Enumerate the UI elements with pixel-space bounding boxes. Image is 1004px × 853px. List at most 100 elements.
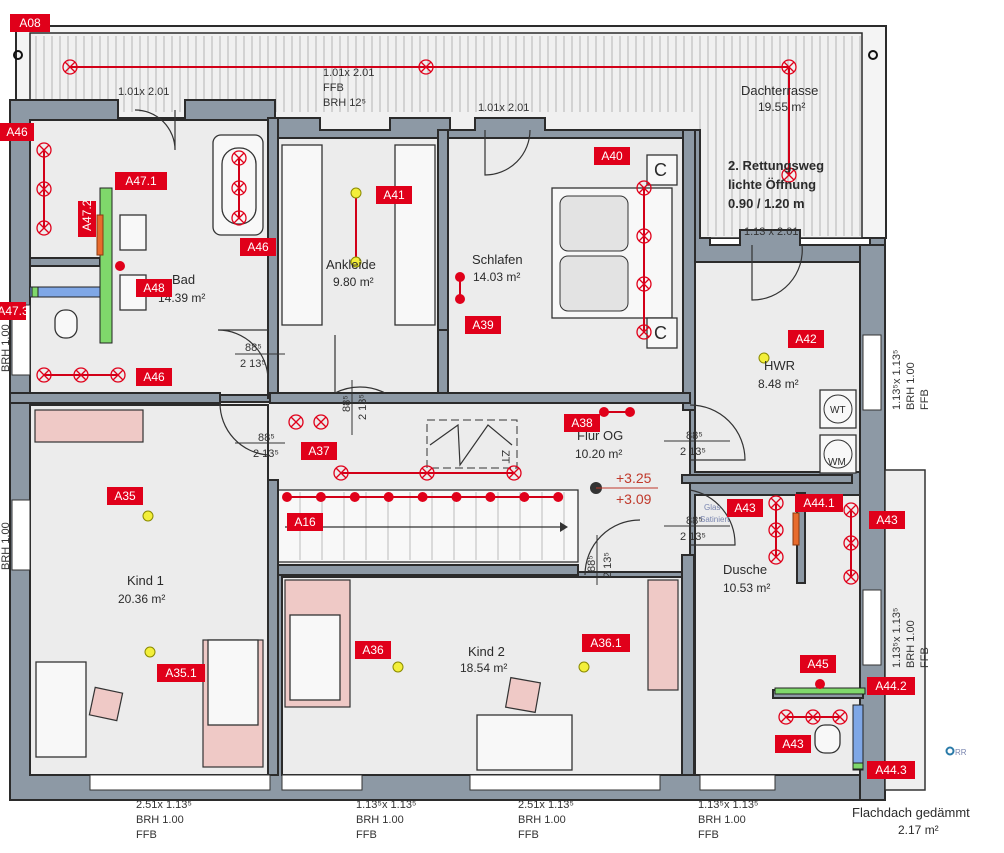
- door-swing: [689, 404, 746, 461]
- annotation-tag[interactable]: A44.3: [867, 761, 915, 779]
- desk: [35, 661, 87, 758]
- wall: [269, 392, 691, 404]
- window-dim-bottom-2: 1.13⁵x 1.13⁵ BRH 1.00 FFB: [356, 799, 417, 841]
- tag-label: A36.1: [590, 636, 622, 650]
- door-swing: [484, 129, 531, 176]
- dim-door-top-left: 1.01x 2.01: [118, 86, 169, 98]
- nightstand: [646, 154, 678, 186]
- light-point-dot: [144, 646, 156, 658]
- ceiling-lamp-icon: [231, 180, 247, 196]
- window-ffb: FFB: [919, 389, 931, 410]
- annotation-tag[interactable]: A40: [594, 147, 630, 165]
- door-width: 88⁵: [341, 395, 353, 412]
- room-area-flur: 10.20 m²: [575, 447, 622, 461]
- annotation-tag[interactable]: A43: [775, 735, 811, 753]
- tag-label: A39: [472, 318, 494, 332]
- window: [281, 774, 363, 791]
- annotation-tag[interactable]: A48: [136, 279, 172, 297]
- wall: [29, 257, 101, 267]
- annotation-tags: A08A46A47.1A47.2A47.3A48A46A46A41A39A40A…: [0, 14, 915, 779]
- door-swing: [219, 402, 269, 456]
- door-height: 2 13⁵: [253, 448, 279, 460]
- annotation-tag[interactable]: A44.2: [867, 677, 915, 695]
- annotation-tag[interactable]: A43: [727, 499, 763, 517]
- window: [862, 334, 882, 411]
- window-dim-bottom-3: 2.51x 1.13⁵ BRH 1.00 FFB: [518, 799, 574, 841]
- annotation-tag[interactable]: A42: [788, 330, 824, 348]
- tag-label: A42: [795, 332, 817, 346]
- outlet-dot: [282, 492, 292, 502]
- window-dim-bottom-4: 1.13⁵x 1.13⁵ BRH 1.00 FFB: [698, 799, 759, 841]
- annotation-tag[interactable]: A46: [136, 368, 172, 386]
- dim-door-top-mid-brh: BRH 12⁵: [323, 97, 366, 109]
- dim-door-top-mid-ffb: FFB: [323, 82, 344, 94]
- room-area-dachterrasse: 19.55 m²: [758, 100, 805, 114]
- window-brh: BRH 1.00: [0, 324, 12, 372]
- annotation-tag[interactable]: A47.1: [115, 172, 167, 190]
- room-area-kind1: 20.36 m²: [118, 592, 165, 606]
- ceiling-lamp-icon: [62, 59, 78, 75]
- staircase: [277, 489, 579, 563]
- glass-label: Satiniert: [700, 515, 730, 524]
- annotation-tag[interactable]: A38: [564, 414, 600, 432]
- nightstand-c: C: [654, 323, 667, 343]
- annotation-tag[interactable]: A43: [869, 511, 905, 529]
- window-size: 2.51x 1.13⁵: [518, 799, 574, 811]
- pillow: [559, 255, 629, 312]
- door-swing: [217, 329, 269, 381]
- annotation-tag[interactable]: A46: [240, 238, 276, 256]
- ceiling-lamp-icon: [419, 465, 435, 481]
- room-area-schlafen: 14.03 m²: [473, 270, 520, 284]
- wall: [681, 474, 853, 484]
- ceiling-lamp-icon: [768, 522, 784, 538]
- level-bottom: +3.09: [616, 491, 652, 507]
- window-ffb: FFB: [919, 647, 931, 668]
- tag-label: A37: [308, 444, 330, 458]
- tag-label: A35.1: [165, 666, 197, 680]
- installation-marker: [31, 286, 39, 298]
- rettungsweg-line2: lichte Öffnung: [728, 177, 816, 192]
- annotation-tag[interactable]: A44.1: [795, 494, 843, 512]
- annotation-tag[interactable]: A16: [287, 513, 323, 531]
- wall: [681, 554, 695, 776]
- outlet-dot: [349, 492, 360, 502]
- annotation-tag[interactable]: A08: [10, 14, 50, 32]
- drain-icon: [13, 50, 23, 60]
- outlet-dot: [417, 492, 428, 502]
- annotation-tag[interactable]: A36: [355, 641, 391, 659]
- attic-hatch: [426, 419, 518, 469]
- pillow: [559, 195, 629, 252]
- room-area-dusche: 10.53 m²: [723, 581, 770, 595]
- annotation-tag[interactable]: A41: [376, 186, 412, 204]
- tag-label: A44.3: [875, 763, 907, 777]
- installation-wall: [99, 187, 113, 344]
- annotation-tag[interactable]: A46: [0, 123, 34, 141]
- window: [11, 499, 31, 571]
- annotation-tag[interactable]: A45: [800, 655, 836, 673]
- annotation-tag[interactable]: A47.3: [0, 302, 29, 320]
- annotation-tag[interactable]: A37: [301, 442, 337, 460]
- annotation-tag[interactable]: A47.2: [78, 199, 96, 237]
- ceiling-lamp-icon: [805, 709, 821, 725]
- wall: [267, 117, 279, 399]
- outlet-dot: [455, 294, 465, 304]
- door-width: 88⁵: [258, 432, 275, 444]
- tag-label: A38: [571, 416, 593, 430]
- outlet-dot: [451, 492, 462, 502]
- annotation-tag[interactable]: A39: [465, 316, 501, 334]
- window-brh: BRH 1.00: [0, 522, 12, 570]
- washer-drum: [823, 439, 853, 469]
- dryer-drum: [823, 394, 853, 424]
- annotation-tag[interactable]: A35: [107, 487, 143, 505]
- wall: [277, 564, 579, 576]
- annotation-tag[interactable]: A36.1: [582, 634, 630, 652]
- door-swing: [334, 335, 386, 394]
- window-size: 1.13⁵x 1.13⁵: [698, 799, 759, 811]
- rettungsweg-line3: 0.90 / 1.20 m: [728, 196, 805, 211]
- annotation-tag[interactable]: A35.1: [157, 664, 205, 682]
- outlet-dot: [455, 272, 465, 282]
- shelf: [34, 409, 144, 443]
- wall: [682, 129, 696, 411]
- ceiling-lamp-icon: [36, 181, 52, 197]
- tag-label: A45: [807, 657, 829, 671]
